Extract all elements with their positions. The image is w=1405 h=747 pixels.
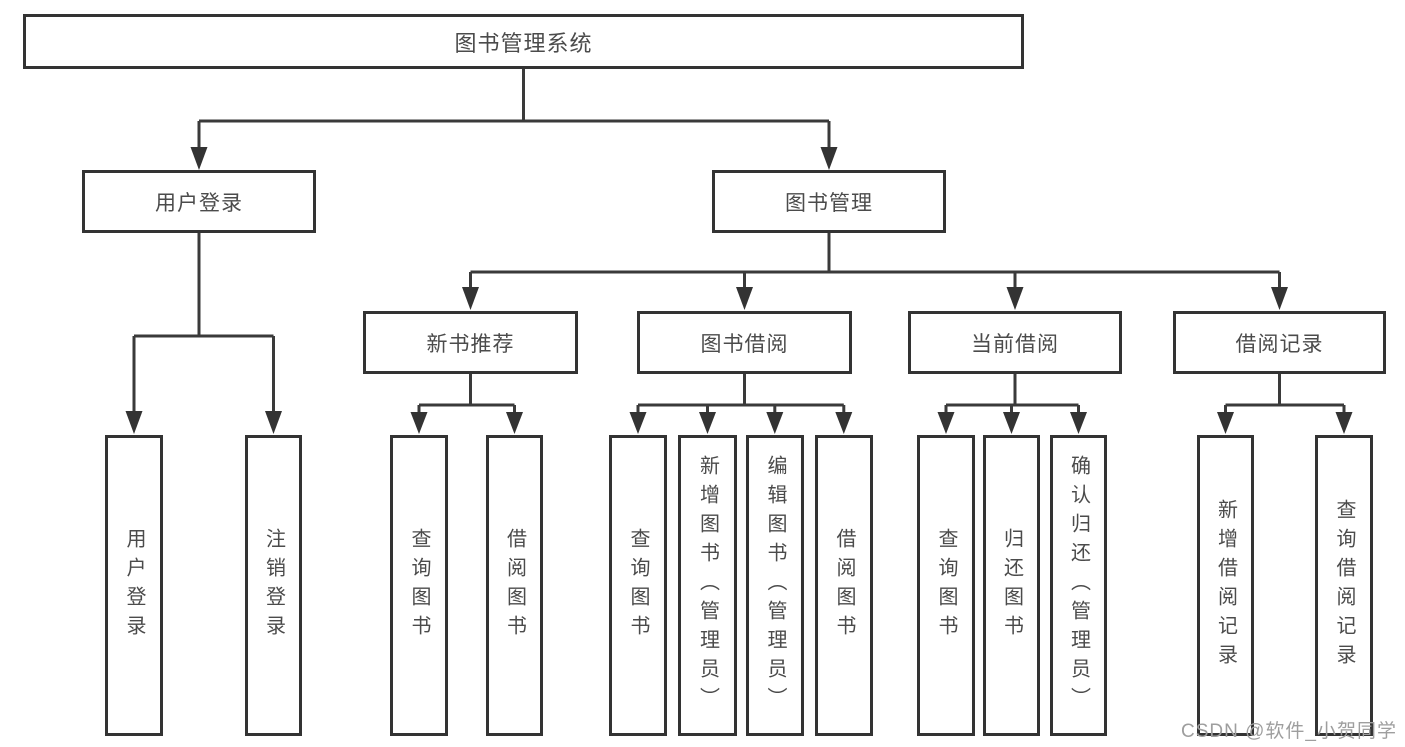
leaf-current-query-books-label: 查询图书 <box>935 527 957 644</box>
leaf-query-borrow-record-label: 查询借阅记录 <box>1333 498 1355 673</box>
leaf-borrow-query-books-label: 查询图书 <box>627 527 649 644</box>
leaf-recommend-borrow-books: 借阅图书 <box>486 435 543 736</box>
leaf-logout-label: 注销登录 <box>262 527 285 644</box>
node-book-management: 图书管理 <box>712 170 946 233</box>
leaf-borrow-books-label: 借阅图书 <box>833 527 855 644</box>
node-root-label: 图书管理系统 <box>454 30 593 56</box>
leaf-confirm-return-admin: 确认归还（管理员） <box>1050 435 1107 736</box>
node-new-book-recommend-label: 新书推荐 <box>426 332 515 356</box>
leaf-current-query-books: 查询图书 <box>917 435 975 736</box>
leaf-add-borrow-record: 新增借阅记录 <box>1197 435 1254 736</box>
node-borrow-records: 借阅记录 <box>1173 311 1386 374</box>
leaf-user-login: 用户登录 <box>105 435 163 736</box>
leaf-edit-books-admin-label: 编辑图书（管理员） <box>764 455 786 716</box>
leaf-query-borrow-record: 查询借阅记录 <box>1315 435 1373 736</box>
leaf-borrow-query-books: 查询图书 <box>609 435 667 736</box>
leaf-return-books: 归还图书 <box>983 435 1040 736</box>
leaf-user-login-label: 用户登录 <box>123 527 145 644</box>
leaf-logout: 注销登录 <box>245 435 302 736</box>
node-user-login-label: 用户登录 <box>155 191 243 215</box>
leaf-recommend-borrow-books-label: 借阅图书 <box>503 527 526 644</box>
node-user-login: 用户登录 <box>82 170 316 233</box>
csdn-watermark: CSDN @软件_小贺同学 <box>1181 721 1397 742</box>
leaf-add-books-admin-label: 新增图书（管理员） <box>696 455 719 716</box>
node-borrow-records-label: 借阅记录 <box>1235 332 1324 356</box>
node-book-borrow: 图书借阅 <box>637 311 852 374</box>
node-current-borrow-label: 当前借阅 <box>971 332 1059 356</box>
node-current-borrow: 当前借阅 <box>908 311 1122 374</box>
leaf-add-borrow-record-label: 新增借阅记录 <box>1214 498 1237 673</box>
leaf-borrow-books: 借阅图书 <box>815 435 873 736</box>
node-book-borrow-label: 图书借阅 <box>700 332 789 356</box>
leaf-return-books-label: 归还图书 <box>1000 527 1023 644</box>
leaf-add-books-admin: 新增图书（管理员） <box>678 435 737 736</box>
node-new-book-recommend: 新书推荐 <box>363 311 578 374</box>
leaf-recommend-query-books: 查询图书 <box>390 435 448 736</box>
leaf-edit-books-admin: 编辑图书（管理员） <box>746 435 804 736</box>
leaf-confirm-return-admin-label: 确认归还（管理员） <box>1067 455 1090 716</box>
leaf-recommend-query-books-label: 查询图书 <box>408 527 430 644</box>
node-book-management-label: 图书管理 <box>785 191 873 215</box>
node-root: 图书管理系统 <box>23 14 1024 69</box>
